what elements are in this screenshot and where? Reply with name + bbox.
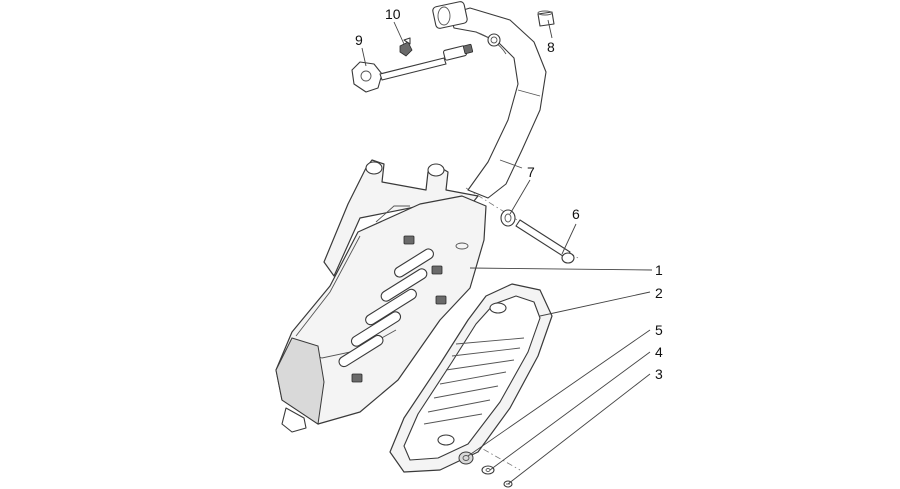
callout-6: 6 <box>572 206 580 222</box>
muffler-ribs <box>338 248 434 368</box>
sensor-clip <box>399 37 413 57</box>
callout-9: 9 <box>355 32 363 48</box>
callout-labels: 1 2 3 4 5 6 7 8 9 10 <box>355 6 663 382</box>
callout-1: 1 <box>655 262 663 278</box>
mounting-bracket <box>323 159 479 277</box>
mounting-bolt <box>515 219 575 264</box>
callout-10: 10 <box>385 6 401 22</box>
pipe-sleeve <box>537 10 555 27</box>
callout-3: 3 <box>655 366 663 382</box>
callout-5: 5 <box>655 322 663 338</box>
callout-2: 2 <box>655 285 663 301</box>
exhaust-muffler-assembly <box>275 1 547 433</box>
tail-pipe <box>281 407 307 433</box>
callout-4: 4 <box>655 344 663 360</box>
heat-shield <box>389 283 553 473</box>
muffler-end-cap <box>275 337 325 425</box>
washer <box>500 209 516 227</box>
heat-shield-slots <box>423 337 525 425</box>
leader-lines <box>361 19 653 485</box>
small-washer <box>481 465 495 475</box>
lambda-sensor <box>351 43 474 93</box>
callout-7: 7 <box>527 164 535 180</box>
callout-8: 8 <box>547 39 555 55</box>
